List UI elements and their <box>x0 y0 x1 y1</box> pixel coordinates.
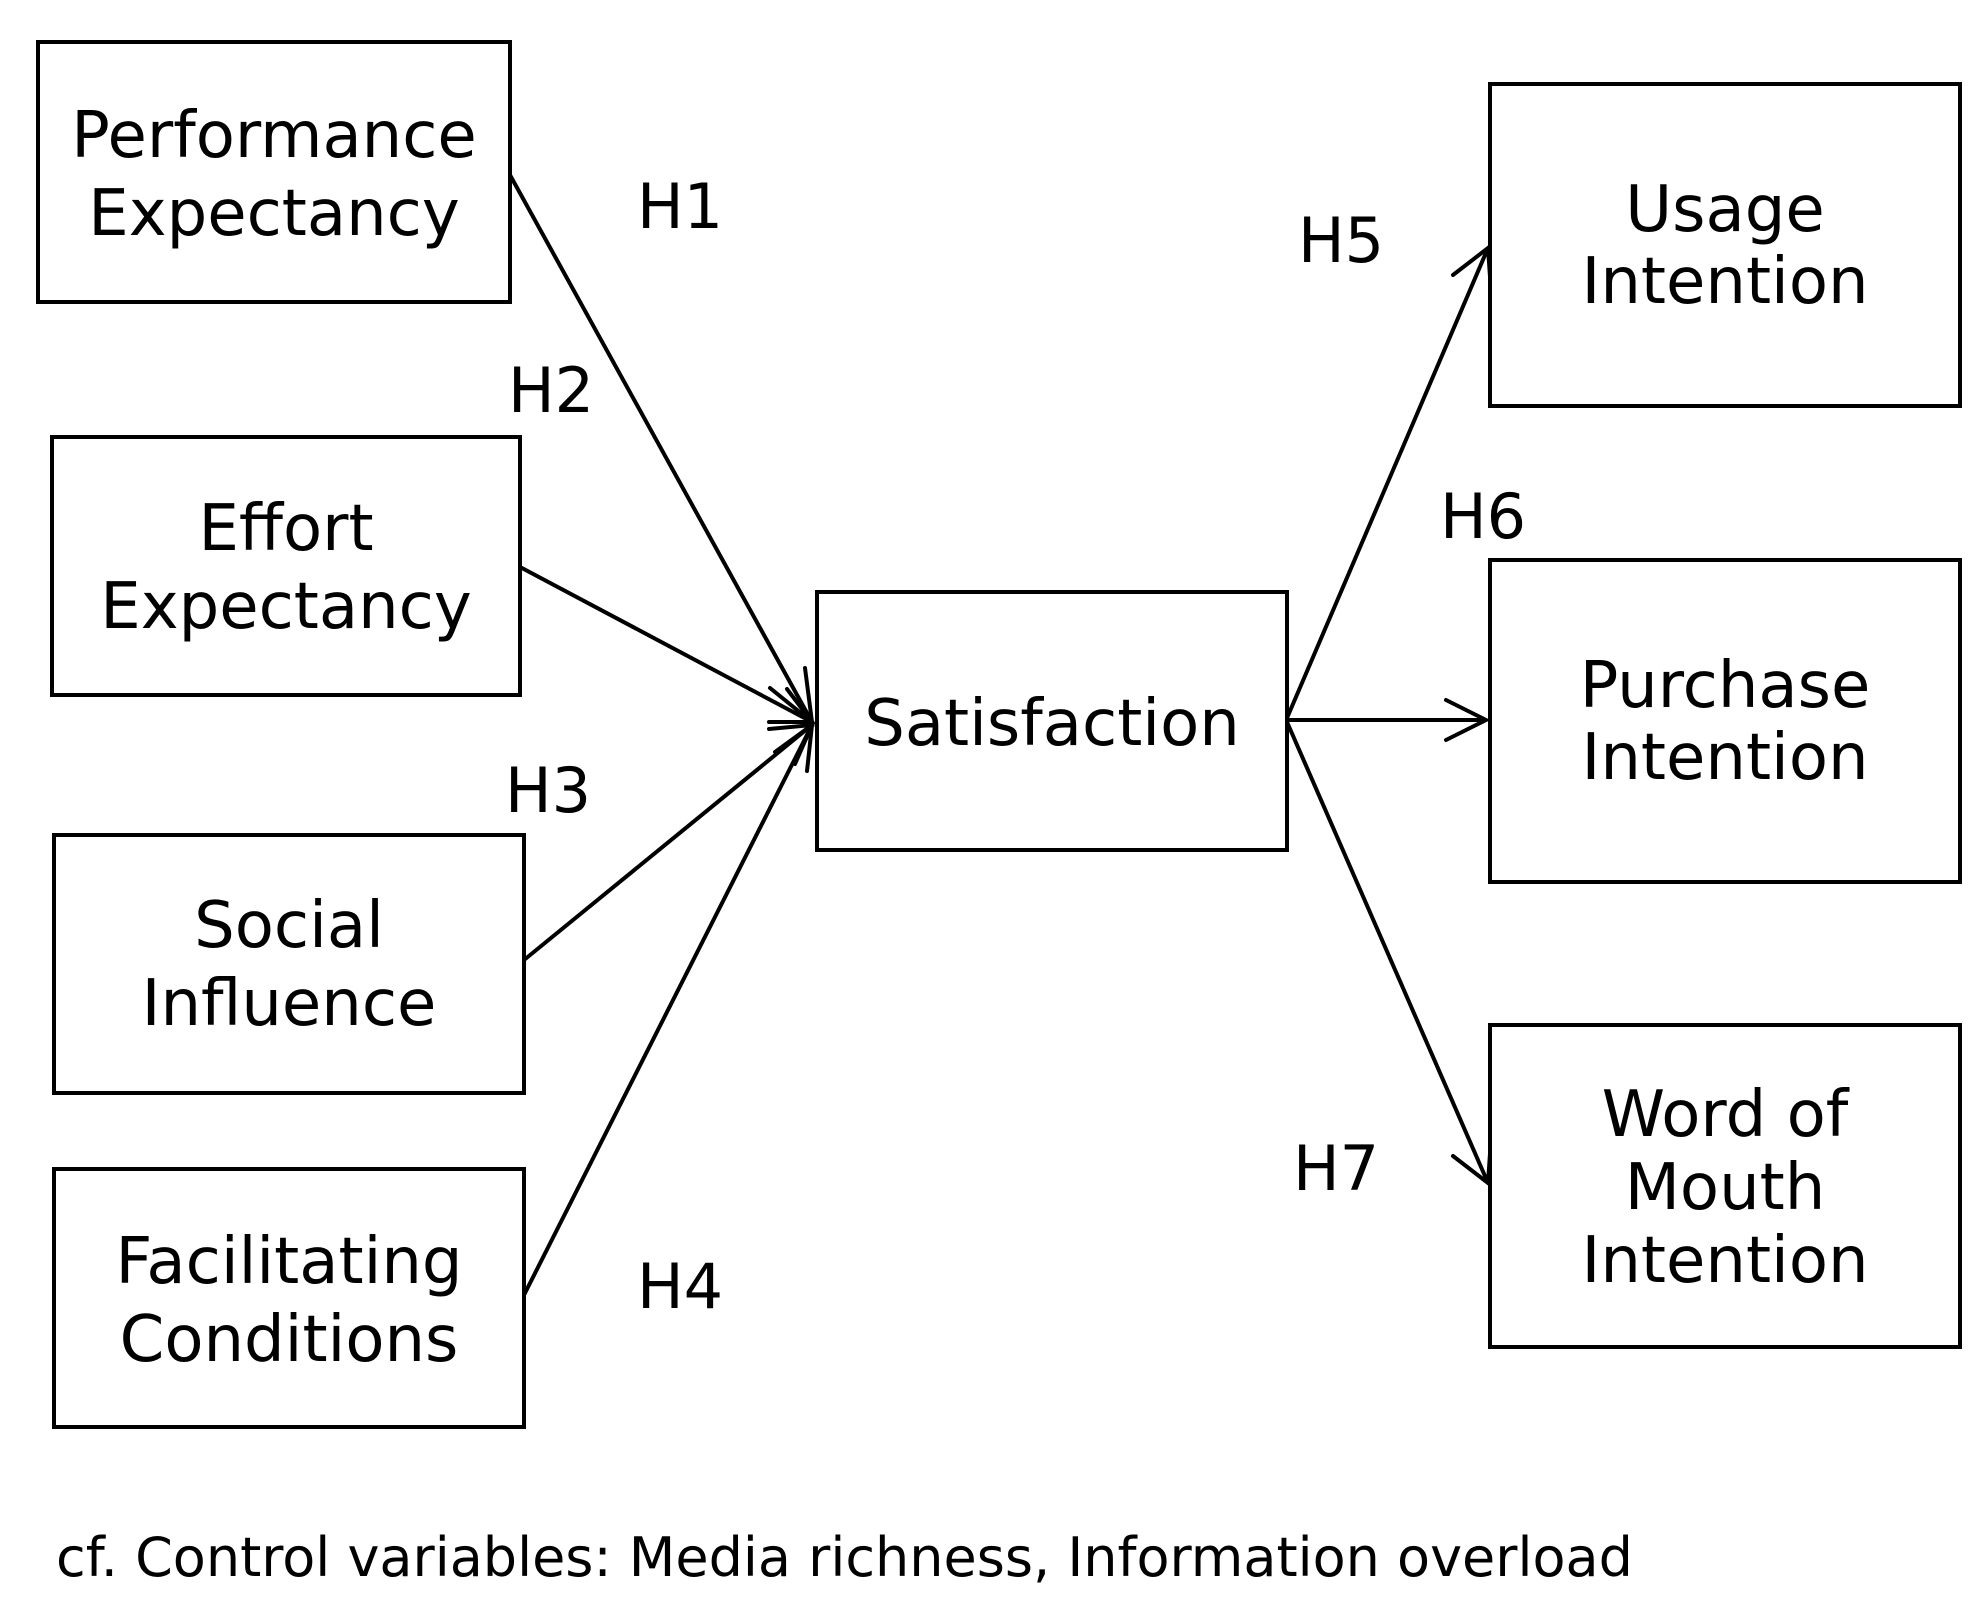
hypothesis-label-h3: H3 <box>505 754 591 827</box>
node-label-line: Expectancy <box>88 177 459 251</box>
node-label-line: Word of <box>1602 1078 1850 1152</box>
node-label-line: Intention <box>1581 721 1868 795</box>
node-label-line: Satisfaction <box>864 687 1240 761</box>
node-performance-expectancy: Performance Expectancy <box>36 40 512 304</box>
hypothesis-label-h2: H2 <box>508 354 594 427</box>
node-label-line: Performance <box>71 99 477 173</box>
edge-h4 <box>522 724 814 1296</box>
node-box <box>1488 558 1962 884</box>
node-box <box>1488 82 1962 408</box>
node-label-line: Usage <box>1625 173 1824 247</box>
node-label-line: Intention <box>1581 245 1868 319</box>
node-box <box>1488 1023 1962 1349</box>
edge-h5 <box>1285 247 1490 719</box>
arrow-head-h2 <box>767 687 817 724</box>
node-effort-expectancy: Effort Expectancy <box>50 435 522 697</box>
node-box <box>815 590 1289 852</box>
edge-h7 <box>1285 721 1490 1184</box>
node-label-line: Conditions <box>120 1303 459 1377</box>
edge-h1 <box>508 174 814 723</box>
arrow-head-h4 <box>773 720 815 773</box>
node-box <box>52 1167 526 1429</box>
node-word-of-mouth-intention: Word of Mouth Intention <box>1488 1023 1962 1349</box>
hypothesis-label-h1: H1 <box>637 170 723 243</box>
hypothesis-label-h4: H4 <box>637 1250 723 1323</box>
node-label-line: Intention <box>1581 1224 1868 1298</box>
arrow-head-h6 <box>1444 698 1491 742</box>
node-facilitating-conditions: Facilitating Conditions <box>52 1167 526 1429</box>
node-usage-intention: Usage Intention <box>1488 82 1962 408</box>
hypothesis-label-h5: H5 <box>1298 204 1384 277</box>
node-box <box>50 435 522 697</box>
node-purchase-intention: Purchase Intention <box>1488 558 1962 884</box>
hypothesis-label-h6: H6 <box>1440 480 1526 553</box>
edge-h2 <box>519 565 813 724</box>
node-social-influence: Social Influence <box>52 833 526 1095</box>
node-label-line: Effort <box>198 492 373 566</box>
node-label-line: Facilitating <box>115 1225 462 1299</box>
node-box <box>36 40 512 304</box>
node-satisfaction: Satisfaction <box>815 590 1289 852</box>
node-label-line: Purchase <box>1580 649 1871 723</box>
hypothesis-labels: H1 H2 H3 H4 H5 H6 H7 <box>505 170 1526 1323</box>
hypothesis-label-h7: H7 <box>1293 1132 1379 1205</box>
control-variables-note: cf. Control variables: Media richness, I… <box>56 1526 1633 1589</box>
node-label-line: Expectancy <box>100 570 471 644</box>
node-box <box>52 833 526 1095</box>
edge-h3 <box>522 723 814 962</box>
node-label-line: Mouth <box>1625 1151 1826 1225</box>
node-label-line: Social <box>194 889 384 963</box>
node-label-line: Influence <box>142 967 437 1041</box>
